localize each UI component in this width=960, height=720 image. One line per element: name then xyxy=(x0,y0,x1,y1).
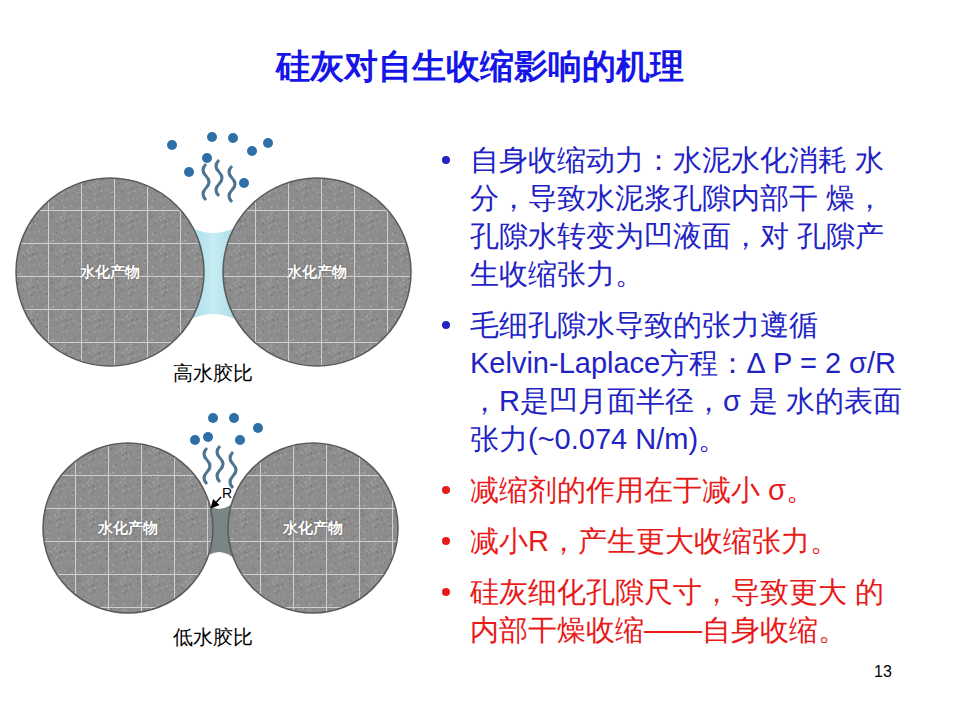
bullet-text: 硅灰细化孔隙尺寸，导致更大 的内部干燥收缩——自身收缩。 xyxy=(470,573,910,649)
vapor-waves xyxy=(204,446,236,488)
case-caption: 高水胶比 xyxy=(173,360,253,387)
bullet-item: 硅灰细化孔隙尺寸，导致更大 的内部干燥收缩——自身收缩。 xyxy=(437,573,912,649)
particle-circle: 水化产物 xyxy=(15,177,205,367)
water-molecules xyxy=(167,132,273,188)
bullet-item: 自身收缩动力：水泥水化消耗 水分，导致水泥浆孔隙内部干 燥，孔隙水转变为凹液面，… xyxy=(437,141,912,293)
bullet-dot xyxy=(437,573,470,611)
particle-label: 水化产物 xyxy=(80,263,140,282)
case-caption: 低水胶比 xyxy=(173,624,253,651)
particle-shape xyxy=(16,178,204,366)
bullet-dot xyxy=(437,522,470,560)
water-molecules xyxy=(190,413,263,445)
bullet-text: 减小R，产生更大收缩张力。 xyxy=(470,522,910,560)
particle-shape xyxy=(43,443,213,613)
bullet-dot xyxy=(437,471,470,509)
vapor-waves xyxy=(203,160,235,202)
particle-label: 水化产物 xyxy=(287,263,347,282)
particle-label: 水化产物 xyxy=(283,519,343,538)
particle-circle: 水化产物 xyxy=(222,177,412,367)
bullet-text: 毛细孔隙水导致的张力遵循 Kelvin-Laplace方程：∆ P = 2 σ/… xyxy=(470,306,910,458)
bullet-text: 减缩剂的作用在于减小 σ。 xyxy=(470,471,910,509)
page-number: 13 xyxy=(874,663,892,681)
bullet-dot xyxy=(437,306,470,344)
bullet-dot xyxy=(437,141,470,179)
bullet-text: 自身收缩动力：水泥水化消耗 水分，导致水泥浆孔隙内部干 燥，孔隙水转变为凹液面，… xyxy=(470,141,910,293)
radius-arrow xyxy=(211,497,221,508)
bullet-list: 自身收缩动力：水泥水化消耗 水分，导致水泥浆孔隙内部干 燥，孔隙水转变为凹液面，… xyxy=(437,141,912,662)
bullet-item: 减小R，产生更大收缩张力。 xyxy=(437,522,912,560)
particle-label: 水化产物 xyxy=(98,519,158,538)
radius-label: R xyxy=(222,485,232,501)
bullet-item: 毛细孔隙水导致的张力遵循 Kelvin-Laplace方程：∆ P = 2 σ/… xyxy=(437,306,912,458)
particle-shape xyxy=(223,178,411,366)
particle-shape xyxy=(228,443,398,613)
particle-circle: 水化产物 xyxy=(227,442,399,614)
particle-circle: 水化产物 xyxy=(42,442,214,614)
bullet-item: 减缩剂的作用在于减小 σ。 xyxy=(437,471,912,509)
slide-title: 硅灰对自生收缩影响的机理 xyxy=(0,44,960,90)
